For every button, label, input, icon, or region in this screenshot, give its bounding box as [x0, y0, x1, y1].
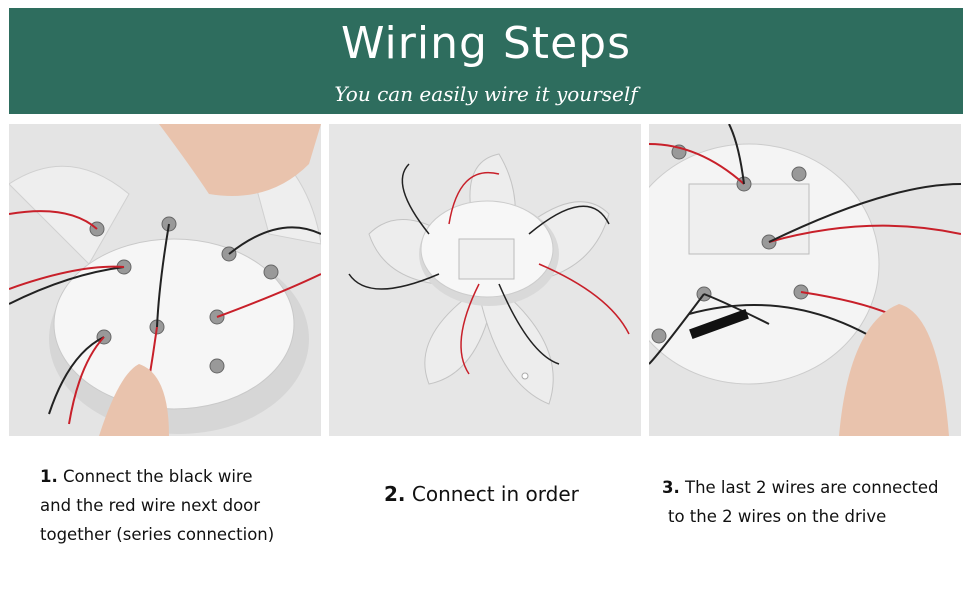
- banner-subtitle: You can easily wire it yourself: [334, 82, 638, 106]
- step-3-line-1: The last 2 wires are connected: [685, 478, 939, 497]
- step-1-photo: [9, 124, 321, 436]
- step-1-line-1: Connect the black wire: [63, 467, 253, 486]
- step-2-number: 2.: [384, 482, 406, 506]
- step-2-line-1: Connect in order: [411, 482, 579, 506]
- step-3-line-2: to the 2 wires on the drive: [668, 507, 887, 526]
- step-3-caption: 3. The last 2 wires are connected to the…: [662, 473, 962, 531]
- step-3-photo: [649, 124, 961, 436]
- header-banner: Wiring Steps You can easily wire it your…: [9, 8, 963, 114]
- step-2-photo: [329, 124, 641, 436]
- step-1-line-2: and the red wire next door: [40, 496, 261, 515]
- banner-title: Wiring Steps: [341, 18, 631, 69]
- step-3-number: 3.: [662, 478, 680, 497]
- step-1-caption: 1. Connect the black wire and the red wi…: [40, 462, 310, 549]
- step-2-caption: 2. Connect in order: [384, 480, 624, 509]
- step-1-number: 1.: [40, 467, 58, 486]
- step-1-line-3: together (series connection): [40, 525, 275, 544]
